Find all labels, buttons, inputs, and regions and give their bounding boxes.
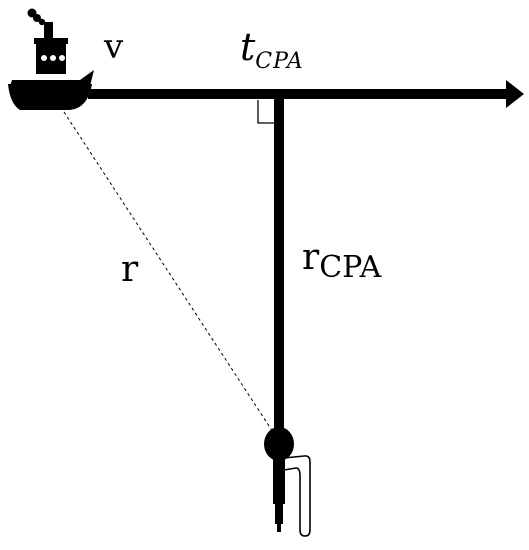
ship-portholes [41,55,65,61]
time-cpa-main: t [240,25,256,69]
velocity-label: v [104,27,124,67]
range-cpa-label: rCPA [302,240,381,283]
range-label: r [121,249,139,290]
right-angle-marker [257,100,274,124]
range-dashed-line [63,111,274,433]
range-cpa-main: r [302,237,320,278]
hydrophone-icon [264,427,311,537]
time-cpa-subscript: CPA [255,49,304,74]
time-cpa-label: tCPA [240,28,304,73]
ship-track-arrow [88,80,524,108]
range-cpa-subscript: CPA [319,250,382,286]
